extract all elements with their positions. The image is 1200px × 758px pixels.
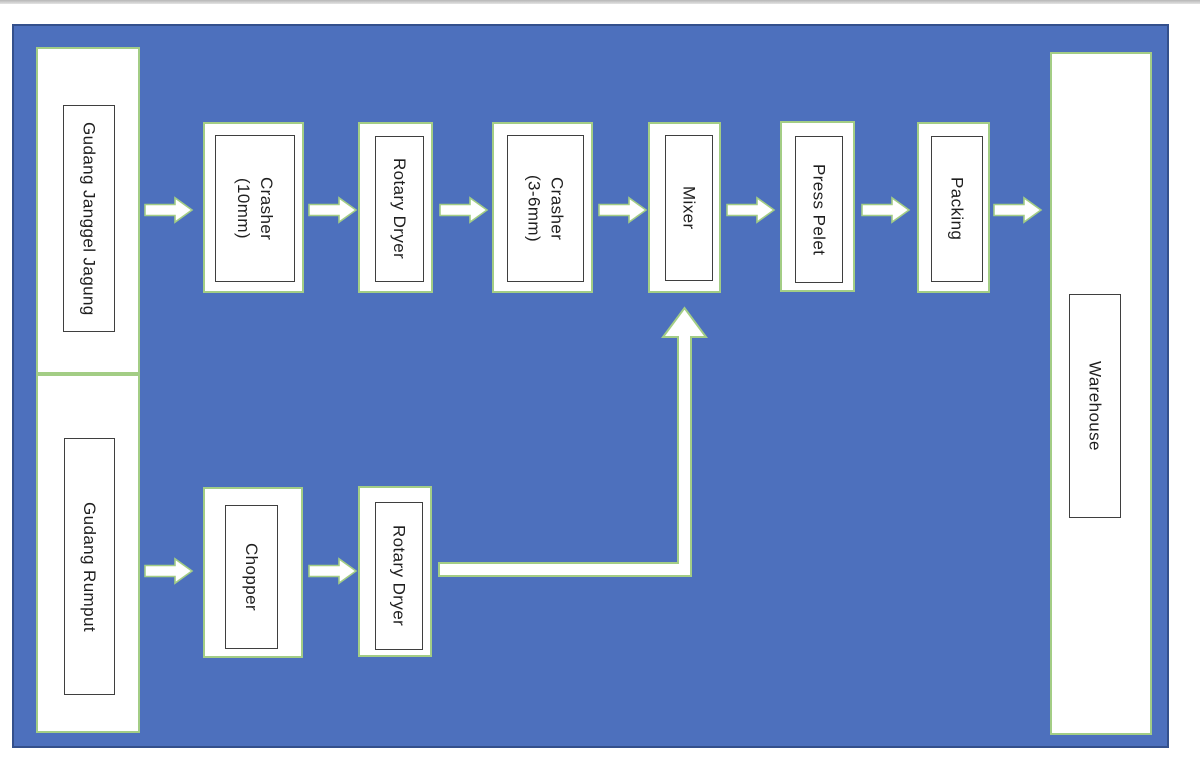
node-label: Chopper bbox=[242, 542, 261, 611]
arrow-right-icon bbox=[861, 196, 911, 224]
node-label-frame: Press Pelet bbox=[795, 136, 843, 283]
node-crasher-3-6mm: Crasher (3-6mm) bbox=[492, 122, 593, 293]
node-label-frame: Gudang Rumput bbox=[64, 438, 115, 695]
node-packing: Packing bbox=[917, 122, 990, 293]
node-label: Warehouse bbox=[1085, 361, 1105, 451]
node-label-frame: Crasher (3-6mm) bbox=[507, 135, 584, 282]
node-label: Crasher (10mm) bbox=[234, 176, 276, 241]
node-label-frame: Rotary Dryer bbox=[375, 136, 424, 282]
node-label-frame: Crasher (10mm) bbox=[215, 135, 295, 282]
node-chopper: Chopper bbox=[203, 487, 303, 658]
window-top-strip bbox=[0, 0, 1200, 4]
node-label: Packing bbox=[947, 177, 967, 241]
node-label-frame: Rotary Dryer bbox=[375, 502, 423, 650]
node-label: Rotary Dryer bbox=[389, 525, 409, 627]
node-rotary-dryer-top: Rotary Dryer bbox=[358, 122, 433, 293]
arrow-right-icon bbox=[726, 196, 776, 224]
node-label: Mixer bbox=[679, 186, 699, 230]
node-crasher-10mm: Crasher (10mm) bbox=[203, 122, 304, 293]
node-label: Rotary Dryer bbox=[390, 158, 409, 260]
arrow-right-icon bbox=[308, 196, 358, 224]
node-gudang-rumput: Gudang Rumput bbox=[36, 374, 140, 733]
arrow-right-icon bbox=[598, 196, 648, 224]
node-press-pelet: Press Pelet bbox=[780, 121, 855, 292]
node-warehouse: Warehouse bbox=[1050, 52, 1152, 735]
arrow-right-icon bbox=[993, 196, 1043, 224]
arrow-right-icon bbox=[439, 196, 489, 224]
arrow-right-icon bbox=[308, 557, 358, 585]
node-gudang-janggel-jagung: Gudang Janggel Jagung bbox=[36, 47, 140, 374]
node-label: Press Pelet bbox=[809, 163, 829, 256]
node-label: Gudang Janggel Jagung bbox=[79, 121, 99, 316]
node-rotary-dryer-bottom: Rotary Dryer bbox=[358, 486, 432, 657]
node-label: Gudang Rumput bbox=[80, 501, 99, 632]
node-label: Crasher (3-6mm) bbox=[524, 174, 567, 242]
elbow-connector-up-arrow-icon bbox=[438, 306, 708, 577]
arrow-right-icon bbox=[144, 557, 194, 585]
node-label-frame: Warehouse bbox=[1069, 294, 1121, 518]
arrow-right-icon bbox=[144, 196, 194, 224]
node-label-frame: Gudang Janggel Jagung bbox=[63, 105, 115, 332]
node-mixer: Mixer bbox=[648, 122, 721, 293]
node-label-frame: Packing bbox=[931, 136, 983, 282]
node-label-frame: Mixer bbox=[665, 135, 713, 281]
node-label-frame: Chopper bbox=[225, 505, 278, 649]
